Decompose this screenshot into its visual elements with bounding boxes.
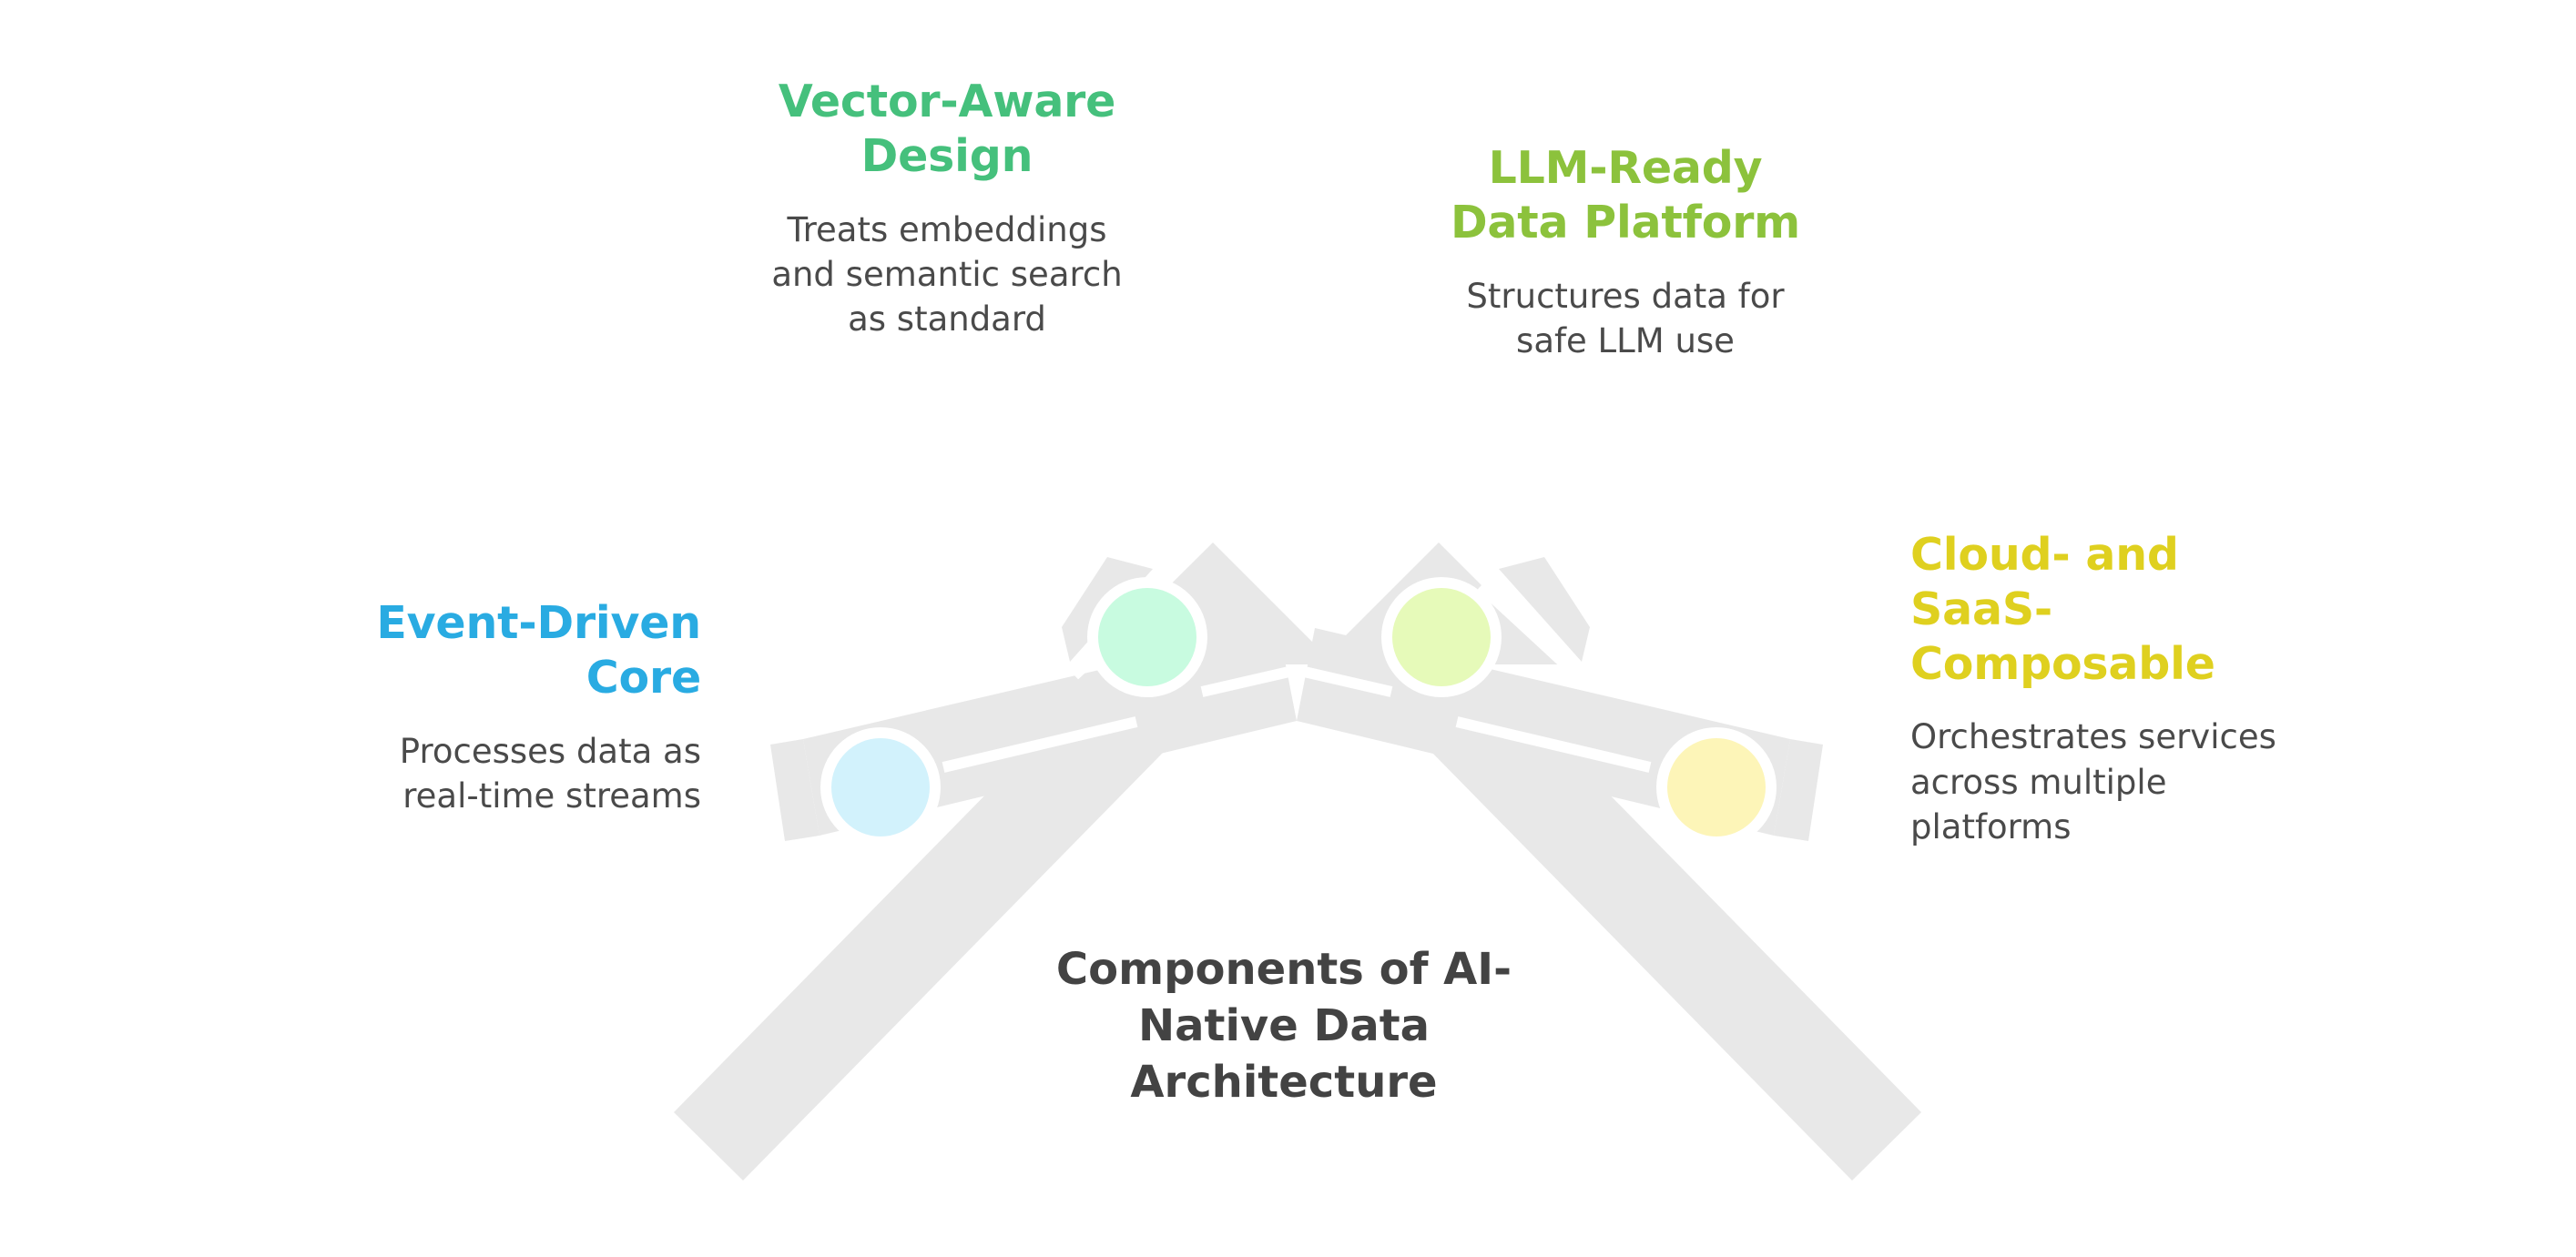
right-arrow-tail-cut — [1870, 1138, 1987, 1254]
node-title-vector-aware-design: Vector-Aware Design — [778, 76, 1116, 182]
node-description-event-driven-core: Processes data as real-time streams — [399, 731, 701, 816]
node-label-llm-ready-data-platform: LLM-Ready Data Platform Structures data … — [1393, 141, 1858, 363]
node-label-event-driven-core: Event-Driven Core Processes data as real… — [273, 596, 701, 818]
node-title-llm-ready-data-platform: LLM-Ready Data Platform — [1450, 142, 1801, 248]
node-title-cloud-and-saas-composable: Cloud- and SaaS- Composable — [1910, 529, 2215, 690]
node-dots — [820, 577, 1777, 847]
left-arrow-tail-cut — [608, 1138, 725, 1254]
separator-apex-right — [1298, 665, 1393, 697]
separator-apex-left — [1200, 665, 1295, 697]
dot-vector-aware-design[interactable] — [1098, 588, 1196, 686]
cross-band-left-cap — [770, 739, 820, 841]
dot-event-driven-core[interactable] — [831, 738, 930, 836]
node-label-vector-aware-design: Vector-Aware Design Treats embeddings an… — [701, 75, 1193, 341]
diagram-center-title: Components of AI- Native Data Architectu… — [1055, 944, 1512, 1108]
right-arrow-head-wing — [1499, 557, 1590, 662]
cross-band-right-cap — [1774, 739, 1823, 841]
node-label-cloud-and-saas-composable: Cloud- and SaaS- Composable Orchestrates… — [1910, 528, 2366, 849]
dot-cloud-and-saas-composable[interactable] — [1667, 738, 1766, 836]
node-description-cloud-and-saas-composable: Orchestrates services across multiple pl… — [1910, 717, 2276, 846]
separator-left-upper — [942, 716, 1138, 773]
separator-right-head — [1476, 582, 1582, 680]
node-description-llm-ready-data-platform: Structures data for safe LLM use — [1466, 276, 1785, 360]
dot-llm-ready-data-platform[interactable] — [1392, 588, 1491, 686]
separator-right-upper — [1455, 716, 1652, 773]
node-title-event-driven-core: Event-Driven Core — [376, 597, 701, 704]
node-description-vector-aware-design: Treats embeddings and semantic search as… — [771, 209, 1123, 339]
